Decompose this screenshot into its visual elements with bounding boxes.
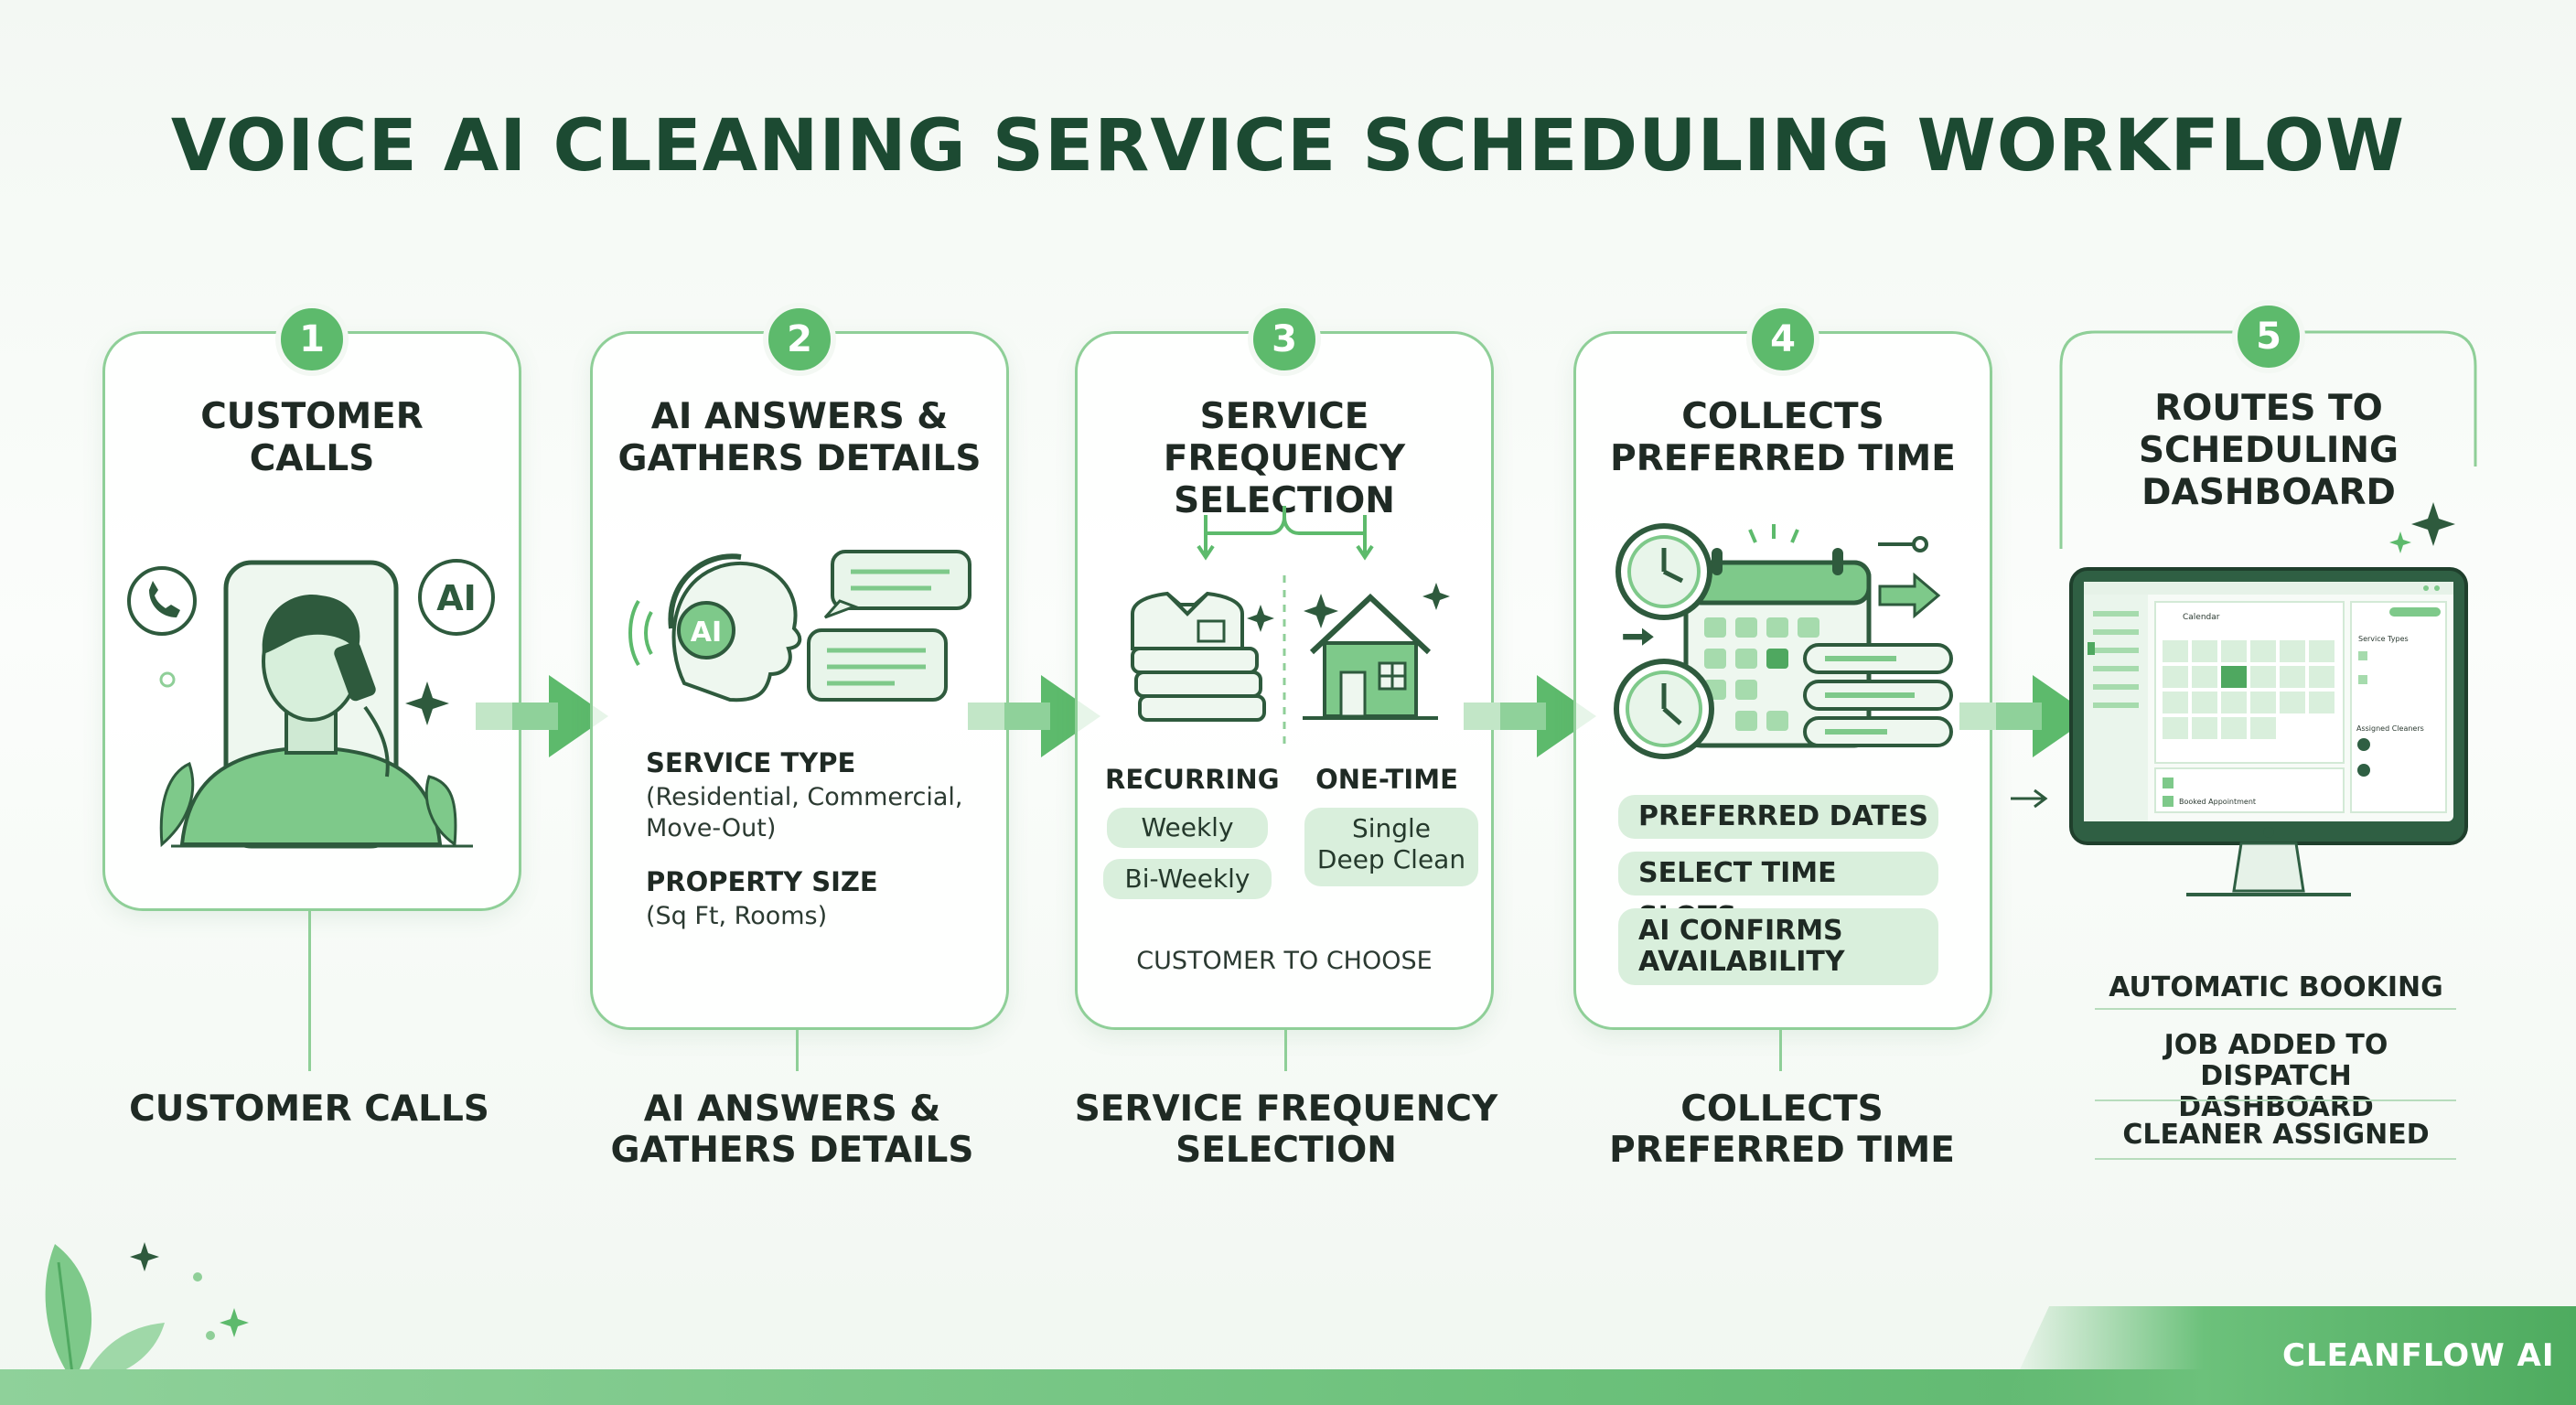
frequency-option-biweekly[interactable]: Bi-Weekly bbox=[1103, 859, 1272, 899]
step-title: ROUTES TO SCHEDULING DASHBOARD bbox=[2138, 388, 2399, 513]
step-card-1: 1 CUSTOMER CALLS AI bbox=[102, 303, 521, 911]
brand-logo: CLEANFLOW AI bbox=[2282, 1337, 2555, 1374]
step-bottom-label: SERVICE FREQUENCY SELECTION bbox=[1074, 1089, 1498, 1171]
step-bottom-label: COLLECTS PREFERRED TIME bbox=[1609, 1089, 1955, 1171]
one-time-label: ONE-TIME bbox=[1315, 764, 1458, 795]
arrow-right-icon bbox=[1464, 675, 1596, 757]
divider bbox=[2095, 1008, 2456, 1010]
step-number-badge: 1 bbox=[275, 303, 349, 376]
connector-stem bbox=[796, 1027, 799, 1071]
svg-text:AI: AI bbox=[691, 617, 722, 649]
brand-band bbox=[2003, 1306, 2576, 1405]
step-title: SERVICE FREQUENCY SELECTION bbox=[1163, 396, 1406, 521]
step-number-badge: 4 bbox=[1746, 303, 1819, 376]
step-card-4: 4 COLLECTS PREFERRED TIME bbox=[1573, 303, 1992, 1030]
step-title: CUSTOMER CALLS bbox=[200, 396, 424, 479]
small-arrow-icon bbox=[2011, 788, 2048, 809]
step-title: AI ANSWERS & GATHERS DETAILS bbox=[617, 396, 982, 479]
svg-text:AI: AI bbox=[436, 578, 477, 618]
time-option-select-slots[interactable]: SELECT TIME SLOTS bbox=[1618, 852, 1938, 933]
connector-stem bbox=[1284, 1027, 1287, 1071]
leaf-decoration-icon bbox=[45, 1242, 249, 1382]
detail-heading: SERVICE TYPE bbox=[646, 747, 856, 778]
step-bottom-label: AI ANSWERS & GATHERS DETAILS bbox=[610, 1089, 974, 1171]
choice-note: CUSTOMER TO CHOOSE bbox=[1136, 947, 1433, 975]
dashboard-calendar-label: Calendar bbox=[2183, 613, 2220, 622]
step-number-badge: 3 bbox=[1248, 303, 1321, 376]
phone-call-icon: AI bbox=[127, 559, 495, 849]
ai-head-icon: AI bbox=[628, 550, 971, 702]
house-icon bbox=[1131, 506, 1450, 744]
divider bbox=[2095, 1158, 2456, 1160]
step-number-badge: 2 bbox=[763, 303, 836, 376]
calendar-clock-icon bbox=[1614, 523, 1953, 759]
step-title: COLLECTS PREFERRED TIME bbox=[1610, 396, 1956, 479]
step-card-2: 2 AI ANSWERS & GATHERS DETAILS AI SERVIC… bbox=[590, 303, 1009, 1030]
recurring-label: RECURRING bbox=[1105, 764, 1280, 795]
time-option-ai-confirms[interactable]: AI CONFIRMS AVAILABILITY bbox=[1618, 908, 1938, 985]
connector-stem bbox=[1779, 1027, 1782, 1071]
step-number-badge: 5 bbox=[2232, 300, 2305, 373]
detail-text: (Sq Ft, Rooms) bbox=[646, 902, 828, 930]
dashboard-booked-label: Booked Appointment bbox=[2179, 798, 2257, 806]
dashboard-service-types-label: Service Types bbox=[2358, 635, 2409, 643]
result-automatic-booking: AUTOMATIC BOOKING bbox=[2109, 971, 2443, 1003]
step-bottom-label: CUSTOMER CALLS bbox=[129, 1089, 489, 1130]
detail-text: (Residential, Commercial, Move-Out) bbox=[646, 783, 963, 842]
arrow-right-icon bbox=[968, 675, 1100, 757]
result-dispatch-dashboard: JOB ADDED TO DISPATCH DASHBOARD bbox=[2163, 1029, 2388, 1123]
divider bbox=[2095, 1099, 2456, 1101]
page-title: VOICE AI CLEANING SERVICE SCHEDULING WOR… bbox=[170, 105, 2406, 188]
time-option-preferred-dates[interactable]: PREFERRED DATES bbox=[1618, 795, 1938, 839]
frequency-option-single-deep-clean[interactable]: Single Deep Clean bbox=[1304, 808, 1478, 886]
monitor-dashboard-icon: Calendar Service Types Assigned Cleaners… bbox=[2067, 565, 2470, 922]
frequency-option-weekly[interactable]: Weekly bbox=[1107, 808, 1268, 848]
sparkle-icon bbox=[2389, 502, 2455, 553]
monitor-icon bbox=[2069, 567, 2468, 896]
dashboard-assigned-cleaners-label: Assigned Cleaners bbox=[2356, 724, 2424, 733]
result-cleaner-assigned: CLEANER ASSIGNED bbox=[2122, 1119, 2430, 1151]
detail-heading: PROPERTY SIZE bbox=[646, 866, 878, 897]
arrow-right-icon bbox=[476, 675, 608, 757]
step-card-3: 3 SERVICE FREQUENCY SELECTION RECURRING … bbox=[1075, 303, 1494, 1030]
arrow-right-icon bbox=[1959, 675, 2092, 757]
connector-stem bbox=[308, 908, 311, 1071]
